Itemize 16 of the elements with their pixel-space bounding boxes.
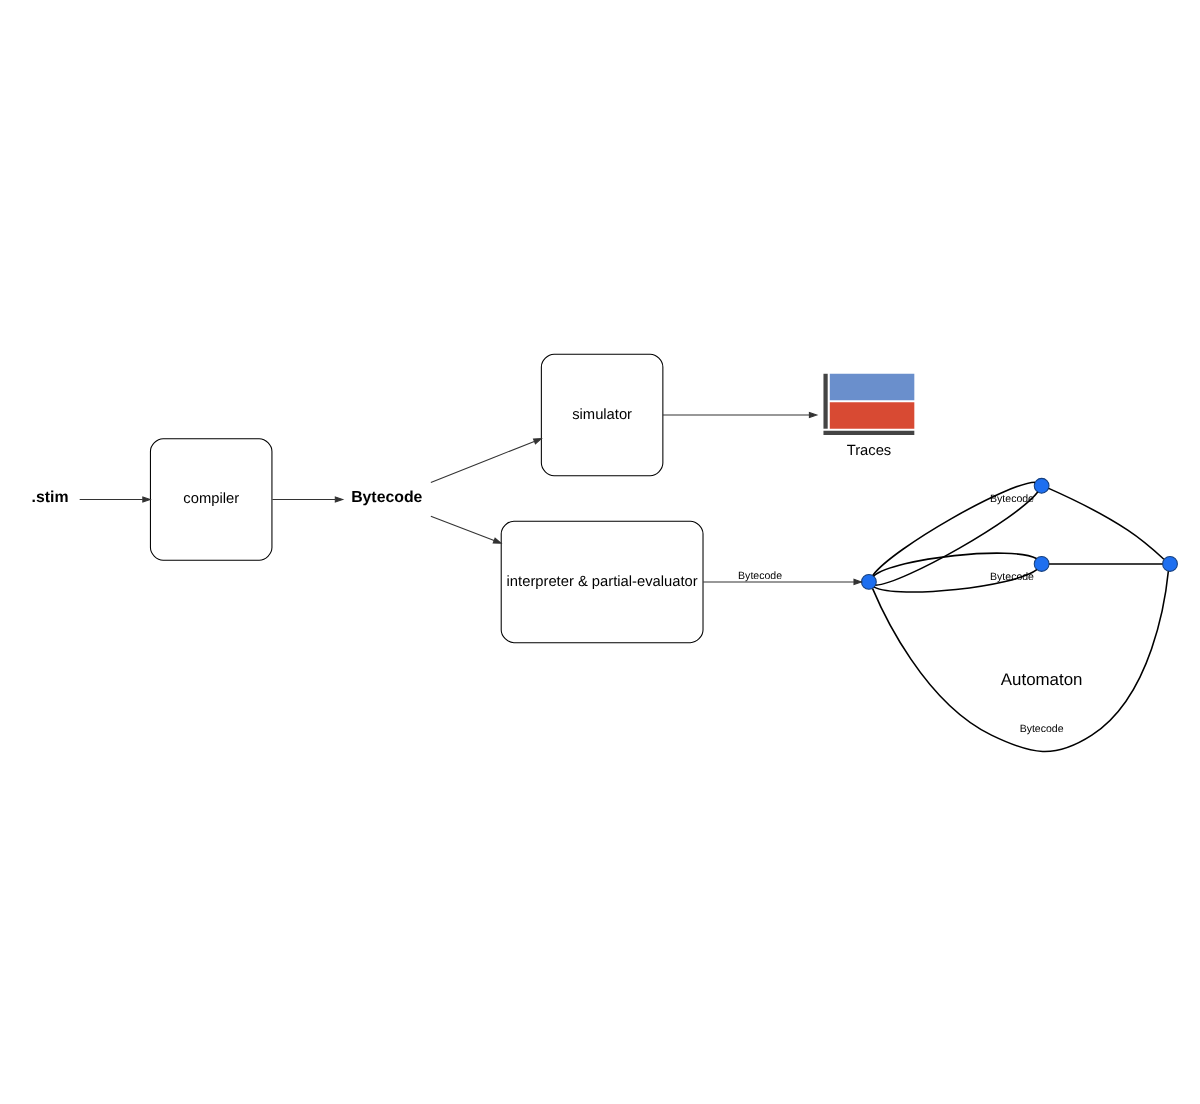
label: Automaton	[1000, 668, 1083, 689]
connector	[871, 569, 1170, 752]
connector	[873, 567, 1038, 592]
connector	[1048, 562, 1164, 564]
node-circle	[1033, 476, 1050, 493]
connector	[872, 551, 1038, 576]
arrow	[662, 410, 819, 418]
arrow	[702, 577, 863, 585]
arrow	[271, 495, 345, 502]
node-circle	[1162, 555, 1178, 571]
node-circle	[1033, 555, 1050, 571]
arrow	[430, 437, 543, 482]
connector	[1047, 486, 1165, 559]
node-circle	[860, 573, 877, 589]
arrow	[430, 514, 503, 543]
arrow	[79, 495, 152, 502]
